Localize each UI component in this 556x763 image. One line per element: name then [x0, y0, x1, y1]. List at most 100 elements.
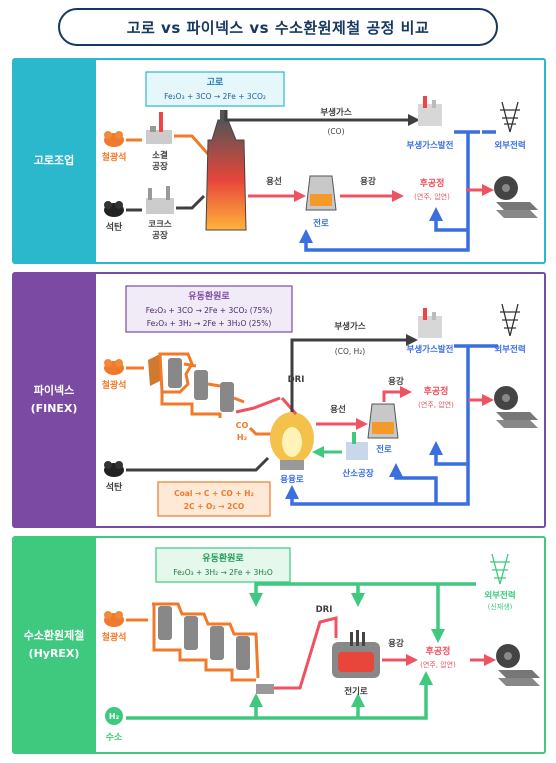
coal-icon	[104, 461, 124, 477]
molten-steel-label: 용강	[388, 638, 404, 649]
sinter-plant-label-2: 공장	[152, 161, 168, 172]
flow-reactor-dri	[235, 396, 281, 414]
post-process-label: 후공정	[424, 385, 449, 397]
molten-steel-label: 용강	[388, 376, 404, 387]
hot-metal-label: 용선	[266, 176, 282, 187]
external-power-sub-label: (신재생)	[488, 602, 513, 611]
flow-co-h2	[248, 426, 272, 436]
equation-title: 유동환원로	[188, 290, 230, 302]
equation-text: Fe₂O₃ + 3CO → 2Fe + 3CO₂	[164, 92, 266, 101]
coke-plant-label-1: 코크스	[148, 220, 172, 230]
hydrogen-symbol: H₂	[109, 712, 120, 721]
iron-ore-label: 철광석	[102, 631, 127, 643]
flow-power-return	[285, 346, 470, 506]
power-plant-label: 부생가스발전	[407, 344, 454, 355]
iron-ore-label: 철광석	[102, 151, 127, 163]
fluidized-reactor-icon	[152, 602, 260, 682]
dri-label: DRI	[288, 375, 305, 385]
byproduct-gas-label-2: (CO, H₂)	[335, 347, 365, 356]
process-diagram-hyrex: 유동환원로 Fe₂O₃ + 3H₂ → 2Fe + 3H₂O 철광석 H₂ 수소	[102, 547, 540, 743]
page-title: 고로 vs 파이넥스 vs 수소환원제철 공정 비교	[58, 8, 498, 46]
iron-ore-icon	[104, 611, 124, 627]
flow-molten-steel	[382, 386, 412, 402]
byproduct-gas-label-1: 부생가스	[334, 321, 365, 332]
panel-name: 수소환원제철	[23, 629, 85, 643]
process-diagram-finex: 유동환원로 Fe₂O₃ + 3CO → 2Fe + 3CO₂ (75%) Fe₂…	[102, 285, 538, 517]
hot-metal-label: 용선	[330, 404, 346, 415]
flow-power-postprocess	[429, 207, 468, 232]
panel-blast-furnace: 고로조업 고로 Fe₂O₃ + 3CO → 2Fe + 3CO₂ 철광석 소결 …	[12, 58, 546, 264]
steel-product-icon	[494, 386, 538, 428]
equation-text-1: Fe₂O₃ + 3CO → 2Fe + 3CO₂ (75%)	[146, 306, 273, 315]
byproduct-gas-label-2: (CO)	[328, 127, 345, 136]
panel-body: 고로 Fe₂O₃ + 3CO → 2Fe + 3CO₂ 철광석 소결 공장 석탄…	[96, 58, 546, 264]
power-plant-icon	[418, 96, 442, 126]
steel-product-icon	[494, 176, 538, 218]
converter-label: 전로	[313, 218, 329, 229]
iron-ore-icon	[104, 359, 124, 375]
molten-steel-label: 용강	[360, 176, 376, 187]
hydrogen-label: 수소	[106, 732, 123, 743]
converter-label: 전로	[376, 444, 392, 455]
electric-furnace-icon	[332, 630, 380, 678]
external-power-label: 외부전력	[494, 344, 525, 355]
coal-reaction-2: 2C + O₂ → 2CO	[184, 502, 245, 511]
equation-box	[125, 285, 293, 333]
flow-renewable-power	[249, 582, 476, 607]
h2-label: H₂	[237, 433, 248, 442]
post-process-sub-label: (연주, 압연)	[420, 661, 456, 669]
blast-furnace-icon	[205, 110, 247, 231]
panel-body: 유동환원로 Fe₂O₃ + 3CO → 2Fe + 3CO₂ (75%) Fe₂…	[96, 272, 546, 528]
process-diagram-blast-furnace: 고로 Fe₂O₃ + 3CO → 2Fe + 3CO₂ 철광석 소결 공장 석탄…	[102, 71, 538, 252]
equation-text: Fe₂O₃ + 3H₂ → 2Fe + 3H₂O	[173, 568, 273, 577]
fluidized-reactor-icon	[148, 352, 245, 418]
external-power-label: 외부전력	[494, 140, 525, 151]
coal-label: 석탄	[106, 481, 123, 493]
power-tower-icon	[490, 553, 510, 585]
equation-box	[145, 71, 285, 107]
equation-title: 유동환원로	[202, 552, 244, 564]
iron-ore-label: 철광석	[102, 379, 127, 391]
flow-coke-furnace	[176, 194, 206, 210]
reactor-base-icon	[256, 684, 274, 694]
flow-dri-melter	[280, 397, 298, 415]
equation-title: 고로	[207, 77, 224, 88]
coal-label: 석탄	[106, 221, 123, 233]
byproduct-gas-label-1: 부생가스	[320, 107, 351, 118]
converter-icon	[367, 403, 399, 439]
electric-furnace-label: 전기로	[344, 686, 368, 697]
dri-label: DRI	[316, 605, 333, 615]
flow-power-postprocess	[429, 441, 468, 466]
flow-sinter-furnace	[174, 134, 210, 155]
post-process-label: 후공정	[420, 177, 445, 189]
power-tower-icon	[500, 303, 520, 337]
post-process-sub-label: (연주, 압연)	[418, 401, 454, 409]
flow-byproduct-gas	[290, 334, 418, 412]
power-plant-icon	[418, 308, 442, 338]
coal-reaction-box	[157, 481, 271, 517]
power-plant-label: 부생가스발전	[407, 140, 454, 151]
panel-body: 유동환원로 Fe₂O₃ + 3H₂ → 2Fe + 3H₂O 철광석 H₂ 수소	[96, 536, 546, 754]
oxygen-plant-label: 산소공장	[342, 468, 373, 479]
hydrogen-icon	[105, 707, 123, 725]
converter-icon	[305, 175, 337, 211]
panel-label-finex: 파이넥스 (FINEX)	[12, 272, 96, 528]
sinter-plant-icon	[146, 112, 172, 144]
flow-coal-melter	[126, 456, 270, 472]
panel-hyrex: 수소환원제철 (HyREX) 유동환원로 Fe₂O₃ + 3H₂ → 2Fe +…	[12, 536, 546, 754]
flow-byproduct-gas	[224, 110, 420, 126]
coke-plant-icon	[146, 186, 174, 214]
melter-label: 용융로	[280, 474, 304, 485]
coal-reaction-1: Coal → C + CO + H₂	[174, 489, 254, 498]
external-power-label: 외부전력	[484, 590, 515, 601]
panel-label-blast-furnace: 고로조업	[12, 58, 96, 264]
equation-box	[155, 547, 291, 583]
power-tower-icon	[500, 101, 520, 133]
flow-dri	[274, 616, 338, 690]
coke-plant-label-2: 공장	[152, 230, 168, 241]
panel-name: 파이넥스	[33, 384, 75, 398]
sinter-plant-label-1: 소결	[152, 150, 168, 161]
equation-text-2: Fe₂O₃ + 3H₂ → 2Fe + 3H₂O (25%)	[147, 319, 272, 328]
flow-power-converter	[389, 463, 438, 504]
melter-gasifier-icon	[270, 412, 314, 470]
